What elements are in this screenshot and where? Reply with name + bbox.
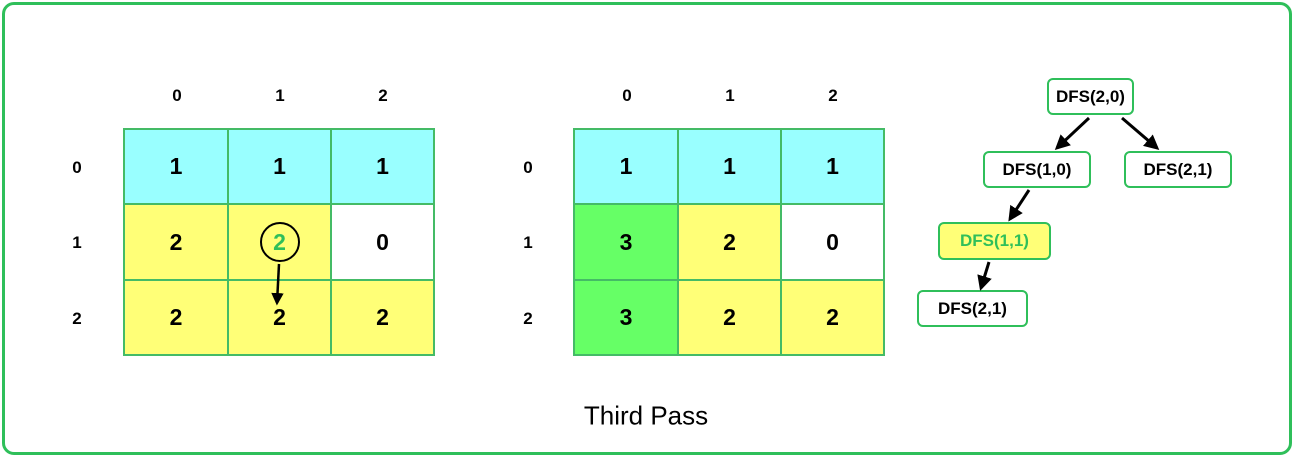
right-cell-2-1: 2 (678, 280, 781, 355)
dfs-node-1-1-current: DFS(1,1) (938, 222, 1051, 260)
right-col-label-1: 1 (725, 86, 735, 105)
left-col-label-0: 0 (172, 86, 182, 105)
caption: Third Pass (583, 400, 709, 431)
left-col-label-1: 1 (275, 86, 285, 105)
left-cell-0-0: 1 (124, 129, 228, 204)
left-col-label-2: 2 (378, 86, 388, 105)
left-grid: 1 1 1 2 2 0 2 2 2 (123, 128, 435, 356)
left-cell-1-2: 0 (331, 204, 434, 280)
right-row-label-2: 2 (523, 309, 533, 328)
left-row-label-0: 0 (72, 158, 82, 177)
right-cell-2-2: 2 (781, 280, 884, 355)
right-cell-1-1: 2 (678, 204, 781, 280)
right-cell-0-0: 1 (574, 129, 678, 204)
right-col-label-2: 2 (828, 86, 838, 105)
left-cell-2-2: 2 (331, 280, 434, 355)
left-cell-2-0: 2 (124, 280, 228, 355)
right-cell-2-0: 3 (574, 280, 678, 355)
left-row-label-1: 1 (72, 233, 82, 252)
dfs-node-2-1-bottom: DFS(2,1) (917, 290, 1028, 327)
left-cell-1-0: 2 (124, 204, 228, 280)
dfs-node-2-1-right: DFS(2,1) (1124, 151, 1232, 188)
left-cell-1-1: 2 (228, 204, 331, 280)
right-cell-0-1: 1 (678, 129, 781, 204)
right-cell-1-2: 0 (781, 204, 884, 280)
right-cell-1-0: 3 (574, 204, 678, 280)
right-col-label-0: 0 (622, 86, 632, 105)
left-row-label-2: 2 (72, 309, 82, 328)
left-cell-0-2: 1 (331, 129, 434, 204)
right-row-label-1: 1 (523, 233, 533, 252)
right-grid: 1 1 1 3 2 0 3 2 2 (573, 128, 885, 356)
left-cell-0-1: 1 (228, 129, 331, 204)
current-cell-circle: 2 (259, 222, 300, 262)
dfs-node-root: DFS(2,0) (1047, 78, 1134, 115)
left-cell-2-1: 2 (228, 280, 331, 355)
dfs-node-1-0: DFS(1,0) (983, 151, 1091, 188)
right-cell-0-2: 1 (781, 129, 884, 204)
right-row-label-0: 0 (523, 158, 533, 177)
